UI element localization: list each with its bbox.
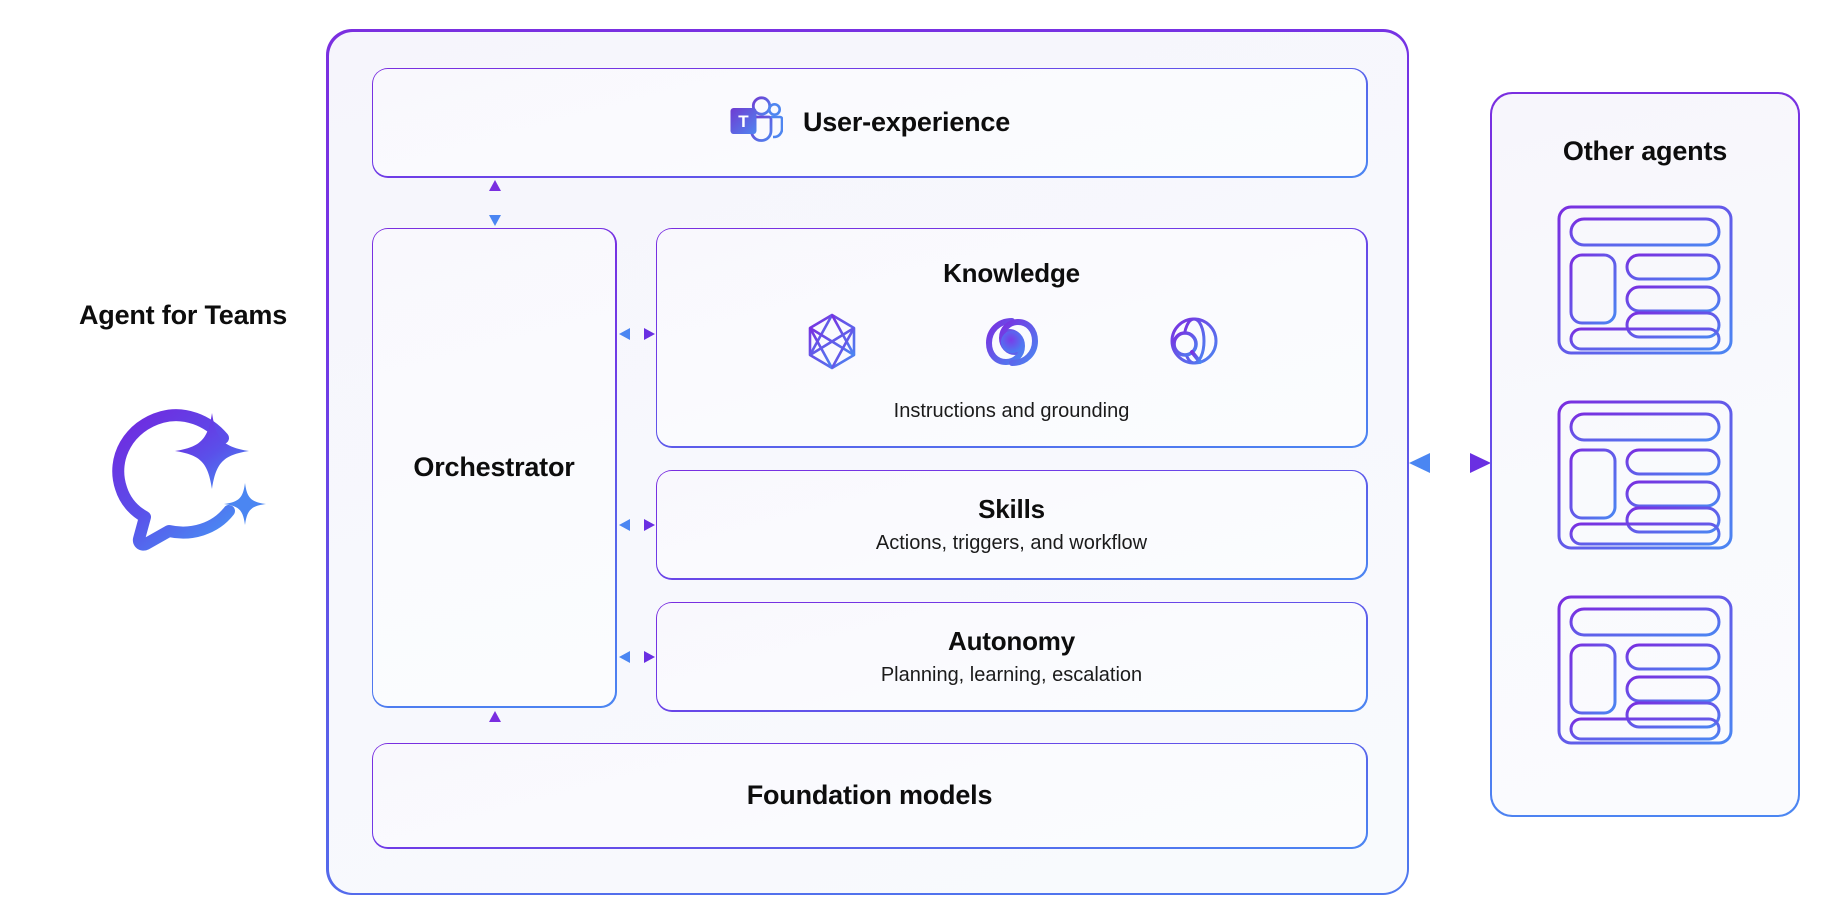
foundation-models-card[interactable]: Foundation models — [371, 742, 1368, 849]
knowledge-icon-row — [801, 311, 1223, 378]
orchestrator-card[interactable]: Orchestrator — [371, 227, 617, 708]
page-title: Agent for Teams — [78, 300, 288, 330]
agent-card-icon[interactable] — [1557, 400, 1733, 555]
autonomy-title: Autonomy — [948, 626, 1075, 656]
other-agents-panel: Other agents — [1490, 92, 1800, 817]
autonomy-subtitle: Planning, learning, escalation — [880, 664, 1143, 686]
copilot-swirl-icon — [981, 311, 1043, 378]
svg-text:T: T — [738, 112, 749, 131]
orchestrator-title: Orchestrator — [413, 452, 575, 482]
arrow-orchestrator-knowledge — [618, 322, 655, 346]
knowledge-title: Knowledge — [943, 258, 1080, 288]
user-experience-card[interactable]: T User-experience — [371, 67, 1368, 178]
user-experience-title: User-experience — [802, 107, 1011, 137]
agent-card-icon[interactable] — [1557, 205, 1733, 360]
microsoft-teams-icon: T — [729, 96, 784, 149]
knowledge-subtitle: Instructions and grounding — [893, 400, 1130, 422]
arrow-ux-orchestrator — [482, 179, 508, 226]
agent-for-teams-label-group: Agent for Teams — [48, 300, 318, 563]
other-agents-list — [1557, 205, 1733, 750]
agent-card-icon[interactable] — [1557, 595, 1733, 750]
skills-card[interactable]: Skills Actions, triggers, and workflow — [655, 469, 1368, 580]
skills-title: Skills — [978, 494, 1045, 524]
other-agents-title: Other agents — [1562, 135, 1728, 166]
web-search-globe-icon — [1161, 311, 1223, 378]
agent-for-teams-container: T User-experience Orchestr — [326, 29, 1409, 895]
knowledge-card[interactable]: Knowledge — [655, 227, 1368, 448]
autonomy-card[interactable]: Autonomy Planning, learning, escalation — [655, 601, 1368, 712]
arrow-agent-other-agents — [1409, 450, 1491, 476]
copilot-agent-sparkle-icon — [48, 393, 318, 563]
knowledge-graph-polyhedron-icon — [801, 311, 863, 378]
arrow-orchestrator-autonomy — [618, 645, 655, 669]
foundation-models-title: Foundation models — [746, 780, 993, 810]
arrow-orchestrator-skills — [618, 513, 655, 537]
skills-subtitle: Actions, triggers, and workflow — [875, 532, 1148, 554]
